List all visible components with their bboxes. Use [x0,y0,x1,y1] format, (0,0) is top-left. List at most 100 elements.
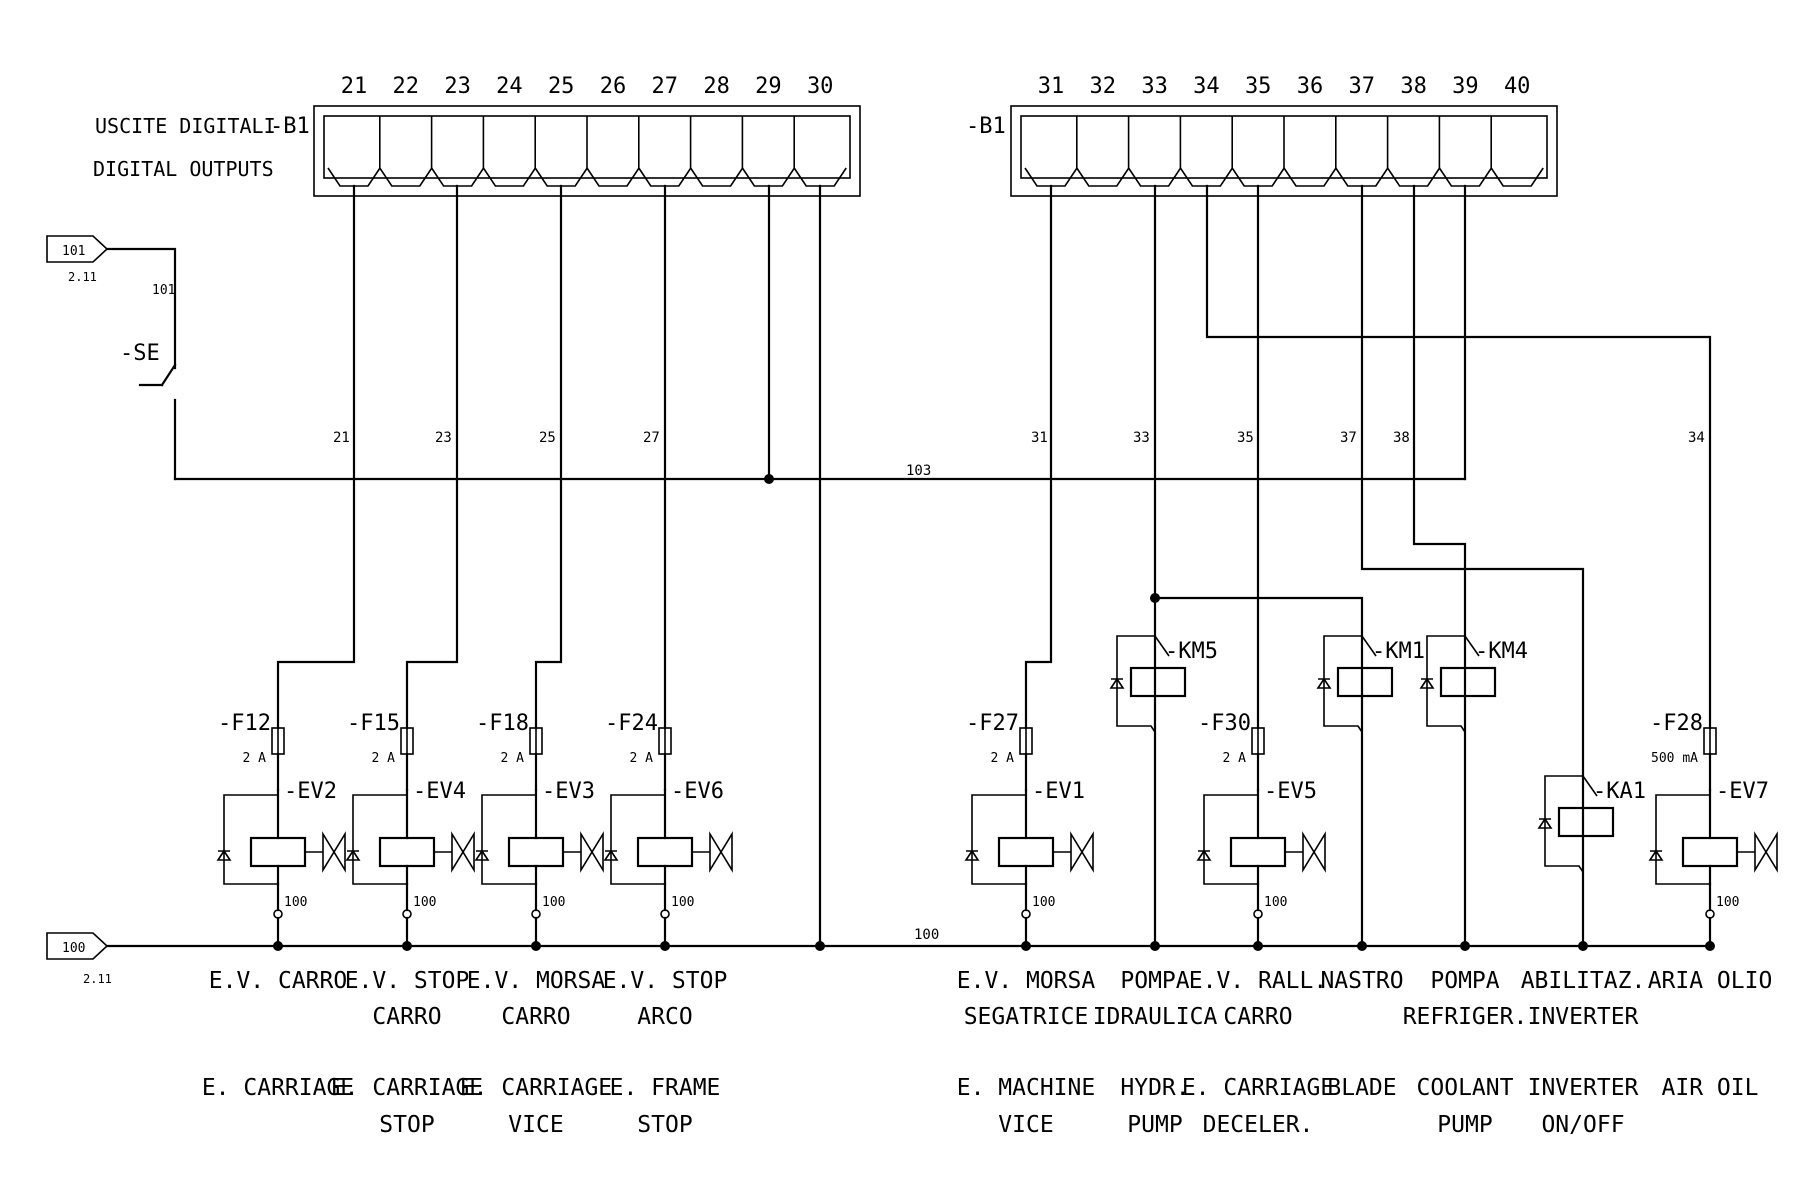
column-it2: ARCO [637,1004,692,1030]
fuse-name: -F30 [1198,711,1251,736]
column-it1: E.V. STOP [603,968,728,994]
fuse-name: -F12 [218,711,271,736]
column-en1: INVERTER [1528,1075,1639,1101]
column-it1: ARIA OLIO [1648,968,1773,994]
valve-name: -EV4 [413,779,466,804]
terminal-slot [1335,167,1389,187]
terminal-number: 32 [1090,74,1117,99]
fuse-name: -F18 [476,711,529,736]
terminal-number: 39 [1452,74,1479,99]
terminal-slot [793,167,847,187]
connector-100: 100 2.11 [46,932,112,986]
valve-wire-label: 100 [284,895,307,910]
column-it2: CARRO [501,1004,570,1030]
column-en2: VICE [508,1112,563,1138]
column-it1: POMPA [1120,968,1189,994]
wire-label: 34 [1688,430,1705,446]
relay-name: -KM1 [1372,639,1425,664]
terminal-number: 30 [807,74,834,99]
connector-100-label: 100 [62,941,85,956]
wire-label: 25 [539,430,556,446]
header-line-2: DIGITAL OUTPUTS [93,157,274,181]
fuse-name: -F24 [605,711,658,736]
column-en2: STOP [379,1112,434,1138]
terminal-slot [1024,167,1078,187]
column-en2: DECELER. [1203,1112,1314,1138]
column-it2: SEGATRICE [964,1004,1089,1030]
fuse-rating: 2 A [630,751,654,766]
bus-label-100: 100 [914,927,939,943]
fuse-rating: 2 A [243,751,267,766]
column-en1: E. CARRIAGE [1182,1075,1334,1101]
valve-name: -EV7 [1716,779,1769,804]
terminal-number: 35 [1245,74,1272,99]
connector-100-ref: 2.11 [83,972,112,986]
connector-101-label: 101 [62,244,85,259]
terminal-slot [638,167,692,187]
terminal-slot [586,167,640,187]
column-en1: AIR OIL [1662,1075,1759,1101]
valve-wire-label: 100 [671,895,694,910]
terminal-number: 23 [444,74,471,99]
terminal-number: 33 [1141,74,1168,99]
terminal-number: 26 [600,74,627,99]
relay-name: -KM4 [1475,639,1528,664]
wire-labels: 21 23 25 27 31 33 35 37 38 34 [333,430,1705,446]
column-en1: E. CARRIAGE [331,1075,483,1101]
terminal-number: 25 [548,74,575,99]
fuse: -F24 2 A [605,711,672,792]
module-label-left: -B1 [270,114,310,139]
valve-wire-label: 100 [413,895,436,910]
terminal-number: 24 [496,74,523,99]
valve-wire-label: 100 [1032,895,1055,910]
column-en1: HYDR. [1120,1075,1189,1101]
terminal-slot [379,167,433,187]
terminal-number: 40 [1504,74,1531,99]
column-it2: IDRAULICA [1093,1004,1218,1030]
valve-name: -EV2 [284,779,337,804]
terminal-number: 22 [393,74,420,99]
terminal-slot [689,167,744,187]
wire-label: 35 [1237,430,1254,446]
wire-label: 38 [1393,430,1410,446]
valve-name: -EV1 [1032,779,1085,804]
wire-label: 27 [643,430,660,446]
column-en1: E. CARRIAGE [460,1075,612,1101]
terminal-number: 29 [755,74,782,99]
column-en2: STOP [637,1112,692,1138]
fuse-name: -F15 [347,711,400,736]
wire-label: 37 [1340,430,1357,446]
terminal-slot [1438,167,1493,187]
fuse-rating: 2 A [991,751,1015,766]
valve-name: -EV5 [1264,779,1317,804]
fuse-rating: 2 A [372,751,396,766]
terminal-slot [534,167,588,187]
column-it1: E.V. MORSA [957,968,1096,994]
terminal-slot [1283,167,1337,187]
relay-coil: -KM4 [1419,635,1528,733]
terminal-number: 31 [1038,74,1065,99]
terminal-slot [430,167,485,187]
wire-label: 33 [1133,430,1150,446]
solenoid-valve: -EV2 100 [216,779,346,951]
wire-label: 31 [1031,430,1048,446]
wire-label: 23 [435,430,452,446]
terminal-slot [327,167,381,187]
terminal-number: 28 [703,74,730,99]
column-en1: BLADE [1327,1075,1396,1101]
